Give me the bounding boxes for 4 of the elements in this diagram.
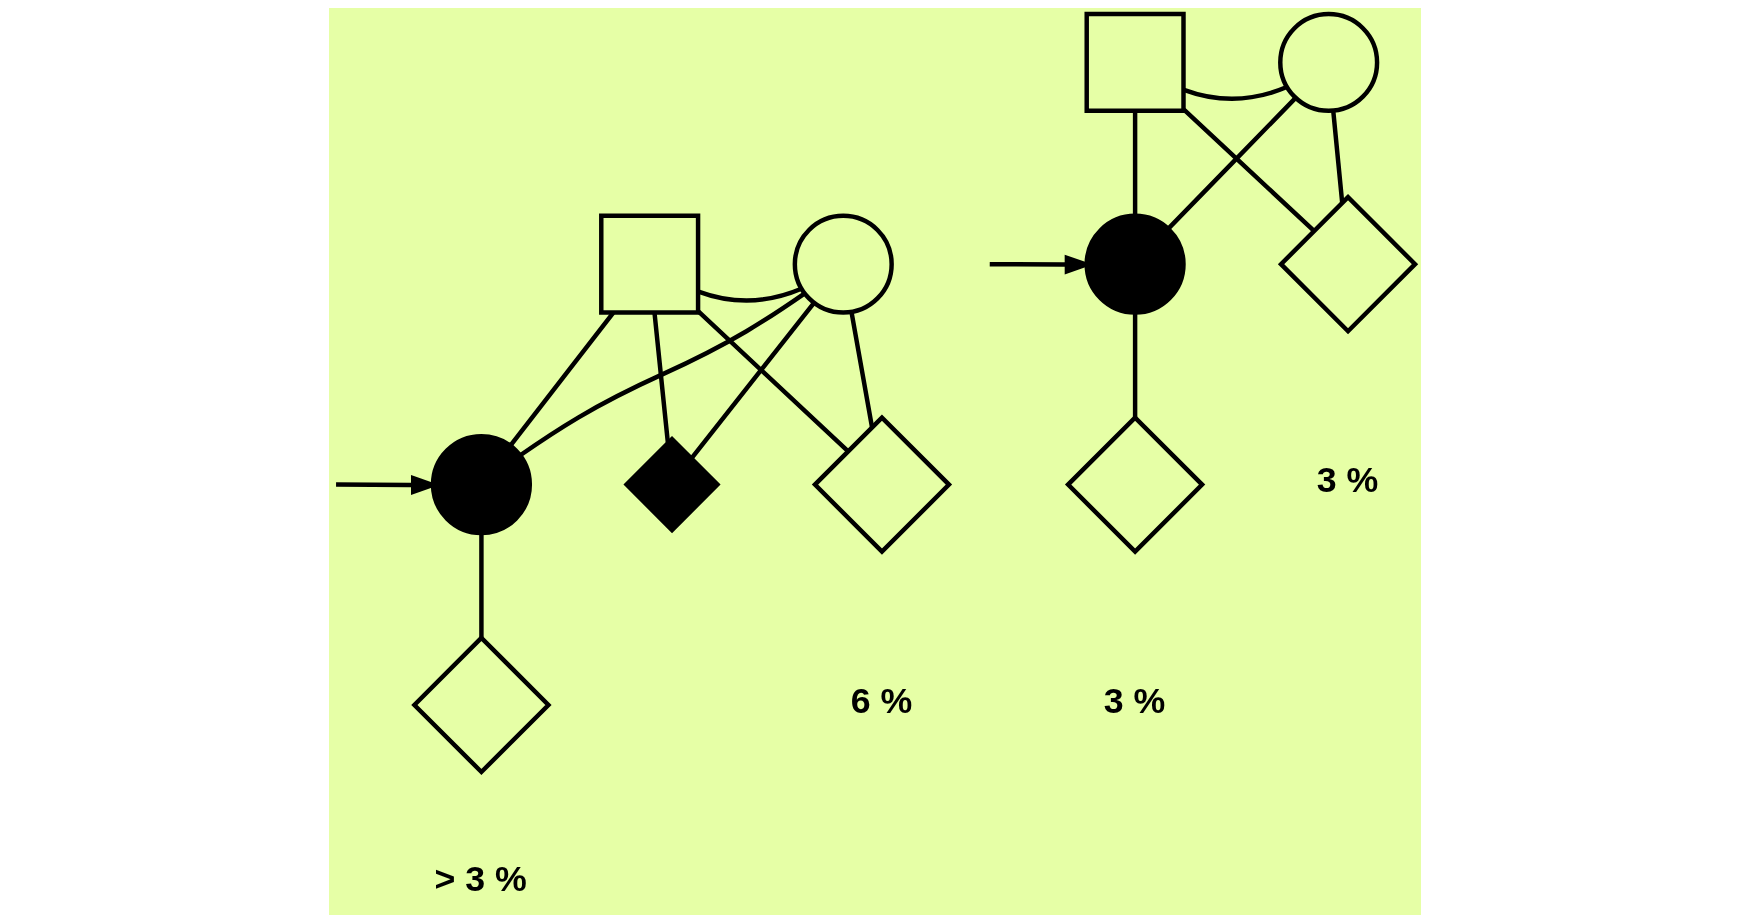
node-label: 6 % <box>850 680 912 721</box>
node-label: 3 % <box>1316 460 1378 501</box>
node-label: > 3 % <box>434 859 527 900</box>
node-label: 3 % <box>1103 680 1165 721</box>
